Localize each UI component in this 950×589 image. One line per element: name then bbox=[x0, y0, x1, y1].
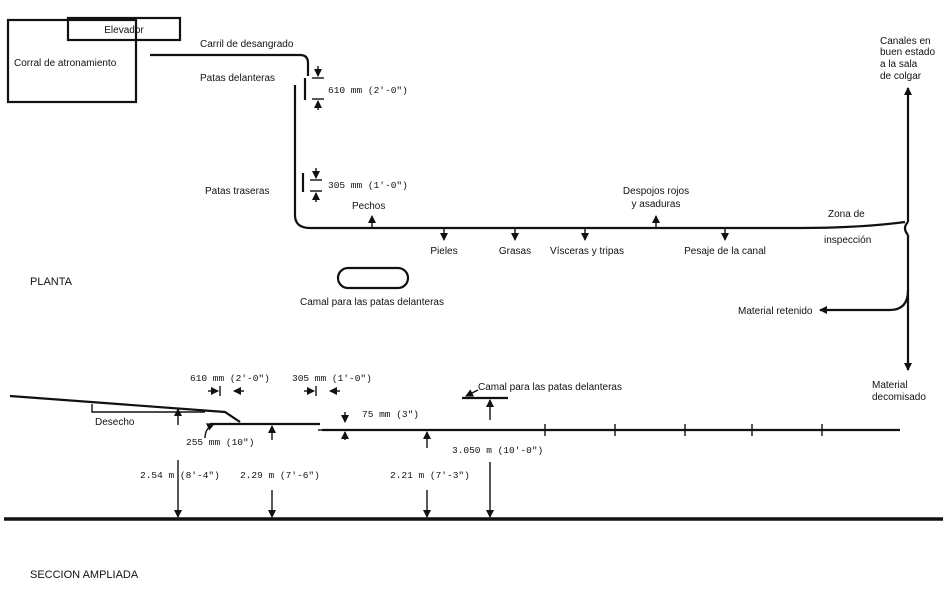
front-legs-label: Patas delanteras bbox=[200, 73, 275, 84]
plan-title: PLANTA bbox=[30, 276, 73, 288]
condemned-label-2: decomisado bbox=[872, 392, 926, 403]
good-carcass-label-4: de colgar bbox=[880, 71, 922, 82]
hind-legs-label: Patas traseras bbox=[205, 186, 269, 197]
red-offal-label-1: Despojos rojos bbox=[623, 186, 689, 197]
stunning-pen-box bbox=[6, 18, 138, 104]
elevator-label: Elevador bbox=[104, 25, 144, 36]
good-carcass-label-1: Canales en bbox=[880, 36, 931, 47]
h-229-label: 2.29 m (7'-6") bbox=[240, 470, 320, 481]
retained-arrow bbox=[819, 289, 910, 314]
good-carcass-label-3: a la sala bbox=[880, 59, 918, 70]
dim-305-label: 305 mm (1'-0") bbox=[328, 180, 408, 191]
front-leg-chute-oval bbox=[336, 266, 410, 290]
elevator-box bbox=[66, 16, 182, 42]
good-carcass-label-2: buen estado bbox=[880, 47, 935, 58]
processing-rail-line bbox=[293, 85, 906, 230]
chests-label: Pechos bbox=[352, 201, 385, 212]
h-221-label: 2.21 m (7'-3") bbox=[390, 470, 470, 481]
h-254-label: 2.54 m (8'-4") bbox=[140, 470, 220, 481]
front-leg-chute-label: Camal para las patas delanteras bbox=[300, 297, 444, 308]
waste-tray bbox=[91, 404, 205, 413]
sec-dim-610-label: 610 mm (2'-0") bbox=[190, 373, 270, 384]
inspection-label-1: Zona de bbox=[828, 209, 865, 220]
weighing-label: Pesaje de la canal bbox=[684, 246, 766, 257]
fats-label: Grasas bbox=[499, 246, 531, 257]
condemned-label-1: Material bbox=[872, 380, 908, 391]
sloped-rail bbox=[9, 394, 241, 423]
sec-dim-255-label: 255 mm (10") bbox=[186, 437, 254, 448]
stunning-pen-label: Corral de atronamiento bbox=[14, 58, 117, 69]
sec-dim-255-arrow bbox=[204, 423, 215, 439]
retained-label: Material retenido bbox=[738, 306, 813, 317]
bleed-rail-label: Carril de desangrado bbox=[200, 39, 294, 50]
sec-dim-305-label: 305 mm (1'-0") bbox=[292, 373, 372, 384]
plan-view: Corral de atronamiento Elevador Carril d… bbox=[6, 16, 935, 371]
inspection-junction bbox=[903, 221, 909, 236]
sec-dim-75-label: 75 mm (3") bbox=[362, 409, 419, 420]
inspection-label-2: inspección bbox=[824, 235, 871, 246]
section-chute-label: Camal para las patas delanteras bbox=[478, 382, 622, 393]
section-title: SECCION AMPLIADA bbox=[30, 569, 139, 581]
sec-dim-3050-label: 3.050 m (10'-0") bbox=[452, 445, 543, 456]
bleed-rail-line bbox=[150, 53, 310, 76]
section-chute-pointer bbox=[465, 389, 479, 397]
dim-610-label: 610 mm (2'-0") bbox=[328, 85, 408, 96]
viscera-label: Vísceras y tripas bbox=[550, 246, 624, 257]
skins-label: Pieles bbox=[430, 246, 457, 257]
waste-label: Desecho bbox=[95, 417, 135, 428]
red-offal-label-2: y asaduras bbox=[632, 199, 681, 210]
section-view: Desecho Camal para las patas delanteras … bbox=[4, 373, 943, 581]
